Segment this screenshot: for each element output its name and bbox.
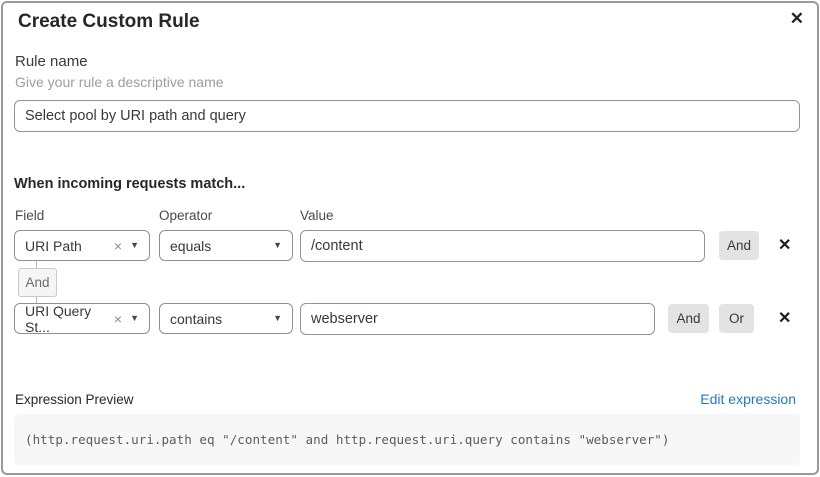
and-joiner-badge: And [18, 268, 57, 297]
remove-row1-icon[interactable]: ✕ [778, 237, 792, 254]
value-column-label: Value [300, 208, 334, 223]
close-icon[interactable]: ✕ [789, 9, 804, 28]
field-select-row1[interactable]: URI Path × ▼ [14, 230, 150, 261]
edit-expression-link[interactable]: Edit expression [700, 391, 796, 407]
value-input-row2[interactable] [300, 303, 655, 335]
rule-name-helper-text: Give your rule a descriptive name [15, 74, 224, 90]
remove-row2-icon[interactable]: ✕ [778, 310, 792, 327]
rule-name-label: Rule name [15, 53, 88, 70]
clear-selection-icon[interactable]: × [113, 310, 123, 327]
expression-code-block: (http.request.uri.path eq "/content" and… [14, 414, 800, 465]
operator-select-row1-value: equals [170, 237, 212, 254]
chevron-down-icon: ▼ [130, 240, 139, 250]
rule-name-input[interactable] [14, 100, 800, 132]
field-column-label: Field [15, 208, 45, 223]
chevron-down-icon: ▼ [273, 313, 282, 323]
or-button-row2[interactable]: Or [719, 304, 754, 333]
field-select-row2-value: URI Query St... [25, 302, 92, 335]
chevron-down-icon: ▼ [130, 313, 139, 323]
clear-selection-icon[interactable]: × [113, 237, 123, 254]
chevron-down-icon: ▼ [273, 240, 282, 250]
value-input-row1[interactable] [300, 230, 705, 262]
operator-select-row2-value: contains [170, 310, 223, 327]
field-select-row1-value: URI Path [25, 237, 82, 254]
match-section-heading: When incoming requests match... [14, 176, 246, 192]
and-button-row1[interactable]: And [719, 231, 759, 260]
field-select-row2[interactable]: URI Query St... × ▼ [14, 302, 150, 335]
expression-code-text: (http.request.uri.path eq "/content" and… [25, 432, 670, 447]
operator-column-label: Operator [159, 208, 213, 223]
operator-select-row2[interactable]: contains ▼ [159, 303, 293, 334]
expression-preview-label: Expression Preview [15, 392, 134, 407]
operator-select-row1[interactable]: equals ▼ [159, 230, 293, 261]
dialog-title: Create Custom Rule [18, 11, 200, 32]
and-button-row2[interactable]: And [668, 304, 709, 333]
